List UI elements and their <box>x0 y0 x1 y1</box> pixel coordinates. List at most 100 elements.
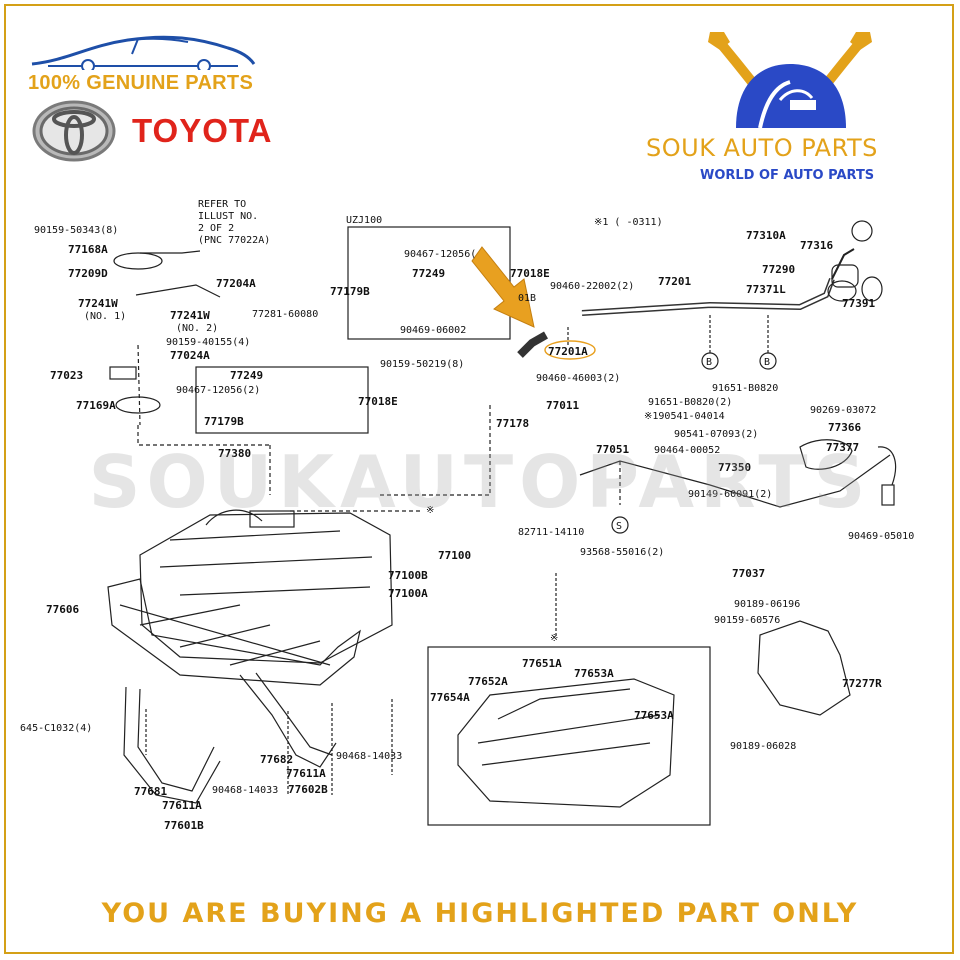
lid-protector <box>757 620 851 716</box>
part-77178: 77178 <box>496 417 529 430</box>
vapor-line <box>579 454 891 508</box>
part-77179B-lower: 77179B <box>204 415 244 428</box>
part-77179B-upper: 77179B <box>330 285 370 298</box>
part-77201: 77201 <box>658 275 691 288</box>
store-brand: SOUK AUTO PARTS WORLD OF AUTO PARTS <box>640 28 940 188</box>
part-77651A: 77651A <box>522 657 562 670</box>
part-77316: 77316 <box>800 239 833 252</box>
refer-note-line-2: ILLUST NO. <box>198 211 258 222</box>
part-77371L: 77371L <box>746 283 786 296</box>
part-77654A: 77654A <box>430 691 470 704</box>
part-77249-upper: 77249 <box>412 267 445 280</box>
part-90468-14033-right: 90468-14033 <box>336 751 402 762</box>
part-77037: 77037 <box>732 567 765 580</box>
part-90460-22002: 90460-22002(2) <box>550 281 634 292</box>
genuine-parts-text: 100% GENUINE PARTS <box>28 72 254 94</box>
car-outline-icon <box>31 35 256 70</box>
part-90541-07093: 90541-07093(2) <box>674 429 758 440</box>
part-93568-55016: 93568-55016(2) <box>580 547 664 558</box>
tank-band-left <box>123 686 221 804</box>
part-77652A: 77652A <box>468 675 508 688</box>
part-90269-03072: 90269-03072 <box>810 405 876 416</box>
part-77209D: 77209D <box>68 267 108 280</box>
refer-note-line-3: 2 OF 2 <box>198 223 234 234</box>
part-77201A-highlighted: 77201A <box>548 345 588 358</box>
part-77681: 77681 <box>134 785 167 798</box>
hose-inset-box <box>195 366 369 434</box>
part-90469-06002: 90469-06002 <box>400 325 466 336</box>
part-82711-14110: 82711-14110 <box>518 527 584 538</box>
part-77606: 77606 <box>46 603 79 616</box>
part-77100A: 77100A <box>388 587 428 600</box>
part-77169A: 77169A <box>76 399 116 412</box>
part-77611A-left: 77611A <box>162 799 202 812</box>
uzj100-inset-box <box>347 226 511 340</box>
refer-note-line-1: REFER TO <box>198 199 246 210</box>
part-90464-00052: 90464-00052 <box>654 445 720 456</box>
part-77391: 77391 <box>842 297 875 310</box>
part-90159-50343: 90159-50343(8) <box>34 225 118 236</box>
part-77100B: 77100B <box>388 569 428 582</box>
refer-note-line-4: (PNC 77022A) <box>198 235 270 246</box>
part-90469-05010: 90469-05010 <box>848 531 914 542</box>
part-77241W-no1: 77241W <box>78 297 118 310</box>
toyota-wordmark: TOYOTA <box>132 112 273 149</box>
part-91651-B0820-2: 91651-B0820(2) <box>648 397 732 408</box>
part-no2-note: (NO. 2) <box>176 323 218 334</box>
wrench-icon <box>708 32 872 87</box>
skid-plate-shape <box>457 678 675 808</box>
part-01B: 01B <box>518 293 536 304</box>
fuel-lid <box>799 439 853 470</box>
part-90460-46003: 90460-46003(2) <box>536 373 620 384</box>
part-labels: REFER TO ILLUST NO. 2 OF 2 (PNC 77022A) … <box>20 199 914 832</box>
part-77011: 77011 <box>546 399 579 412</box>
fuel-system-parts-diagram: REFER TO ILLUST NO. 2 OF 2 (PNC 77022A) … <box>20 199 914 832</box>
toyota-emblem-icon <box>32 100 116 162</box>
highlight-notice-banner: YOU ARE BUYING A HIGHLIGHTED PART ONLY <box>101 898 859 929</box>
store-name: SOUK AUTO PARTS <box>646 134 878 162</box>
star-note-tank: ※ <box>426 505 434 516</box>
part-77100: 77100 <box>438 549 471 562</box>
page-frame <box>4 4 954 954</box>
part-77682: 77682 <box>260 753 293 766</box>
part-77653A-right: 77653A <box>634 709 674 722</box>
part-77310A: 77310A <box>746 229 786 242</box>
tank-band-right <box>239 674 337 768</box>
marker-b-1: B <box>706 357 712 368</box>
part-77601B: 77601B <box>164 819 204 832</box>
part-77602B: 77602B <box>288 783 328 796</box>
part-90159-50219: 90159-50219(8) <box>380 359 464 370</box>
part-90541-04014: ※190541-04014 <box>644 411 725 422</box>
star-note-skid: ※ <box>550 633 558 644</box>
store-tagline: WORLD OF AUTO PARTS <box>700 168 875 183</box>
part-77366: 77366 <box>828 421 861 434</box>
part-77249-lower: 77249 <box>230 369 263 382</box>
marker-s: S <box>616 521 622 532</box>
part-90467-12056-upper: 90467-12056( <box>404 249 476 260</box>
part-77281-60080: 77281-60080 <box>252 309 318 320</box>
part-77350: 77350 <box>718 461 751 474</box>
part-77051: 77051 <box>596 443 629 456</box>
part-77290: 77290 <box>762 263 795 276</box>
part-90159-60576: 90159-60576 <box>714 615 780 626</box>
part-90189-06028: 90189-06028 <box>730 741 796 752</box>
part-90468-14033-left: 90468-14033 <box>212 785 278 796</box>
part-77204A: 77204A <box>216 277 256 290</box>
tank-protector-shape <box>107 578 361 686</box>
skid-plate-inset-box <box>427 646 711 826</box>
part-77377: 77377 <box>826 441 859 454</box>
part-77018E-lower: 77018E <box>358 395 398 408</box>
highlighted-hose-77201A <box>517 331 548 358</box>
part-77653A-top: 77653A <box>574 667 614 680</box>
part-77277R: 77277R <box>842 677 882 690</box>
part-77024A: 77024A <box>170 349 210 362</box>
part-90159-40155: 90159-40155(4) <box>166 337 250 348</box>
part-77018E-upper: 77018E <box>510 267 550 280</box>
part-77023: 77023 <box>50 369 83 382</box>
part-90189-06196: 90189-06196 <box>734 599 800 610</box>
part-91645-C1032: 91645-C1032(4) <box>20 723 92 734</box>
highlight-arrow-icon <box>471 246 535 328</box>
store-logo-icon <box>708 32 872 129</box>
variant-label: UZJ100 <box>346 215 382 226</box>
part-no1-note: (NO. 1) <box>84 311 126 322</box>
